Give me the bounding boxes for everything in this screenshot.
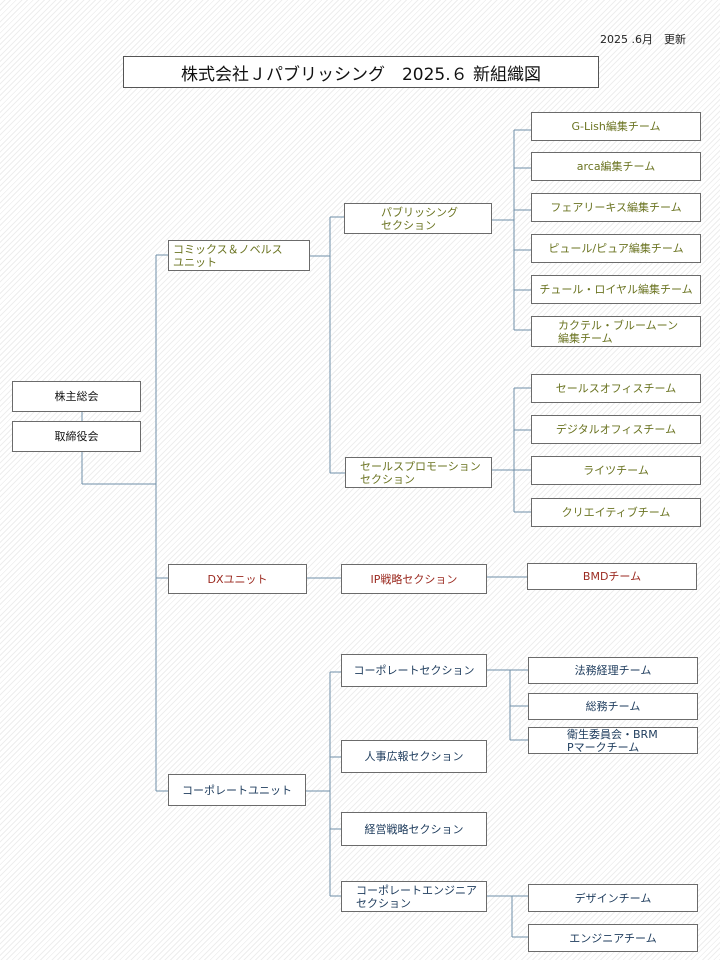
hr-pr-section-box: 人事広報セクション xyxy=(341,740,487,773)
corporate-engineer-section-box: コーポレートエンジニア セクション xyxy=(341,881,487,912)
ip-strategy-section-box: IP戦略セクション xyxy=(341,564,487,594)
board-of-directors-box: 取締役会 xyxy=(12,421,141,452)
corporate-section-box: コーポレートセクション xyxy=(341,654,487,687)
dx-unit-box: DXユニット xyxy=(168,564,307,594)
team-box: チュール・ロイヤル編集チーム xyxy=(531,275,701,304)
team-box: クリエイティブチーム xyxy=(531,498,701,527)
chart-title: 株式会社Ｊパブリッシング 2025.６ 新組織図 xyxy=(123,56,599,88)
team-box: エンジニアチーム xyxy=(528,924,698,952)
team-box: 総務チーム xyxy=(528,693,698,720)
team-box: 衛生委員会・BRM Pマークチーム xyxy=(528,727,698,754)
management-strategy-section-box: 経営戦略セクション xyxy=(341,812,487,846)
comics-novels-unit-box: コミックス＆ノベルス ユニット xyxy=(168,240,310,271)
update-note: 2025 .6月 更新 xyxy=(600,33,686,46)
corporate-unit-box: コーポレートユニット xyxy=(168,774,306,806)
team-box: G-Lish編集チーム xyxy=(531,112,701,141)
shareholders-meeting-box: 株主総会 xyxy=(12,381,141,412)
publishing-section-box: パブリッシング セクション xyxy=(344,203,492,234)
team-box: 法務経理チーム xyxy=(528,657,698,684)
team-box: arca編集チーム xyxy=(531,152,701,181)
team-box: セールスオフィスチーム xyxy=(531,374,701,403)
team-box: フェアリーキス編集チーム xyxy=(531,193,701,222)
team-box: BMDチーム xyxy=(527,563,697,590)
team-box: ライツチーム xyxy=(531,456,701,485)
team-box: ピュール/ピュア編集チーム xyxy=(531,234,701,263)
team-box: デザインチーム xyxy=(528,884,698,912)
team-box: カクテル・ブルームーン 編集チーム xyxy=(531,316,701,347)
team-box: デジタルオフィスチーム xyxy=(531,415,701,444)
sales-promotion-section-box: セールスプロモーション セクション xyxy=(345,457,492,488)
